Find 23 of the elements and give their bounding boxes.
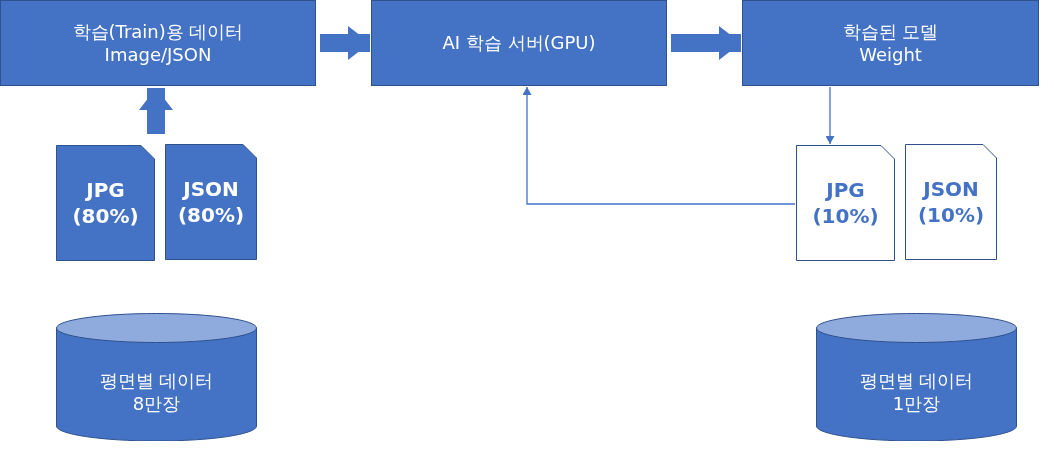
document-label: JSON (10%) — [916, 176, 986, 228]
document-label: JPG (10%) — [811, 177, 880, 229]
block-arrow — [671, 26, 741, 60]
box-title: 학습된 모델 — [842, 19, 939, 43]
arrow — [522, 86, 796, 205]
document-shape — [165, 144, 257, 260]
document-label: JPG (80%) — [71, 177, 140, 229]
box-subtitle: Weight — [859, 43, 922, 67]
database-label: 평면별 데이터 8만장 — [98, 368, 215, 416]
block-arrow — [139, 88, 173, 134]
process-box — [371, 0, 667, 86]
block-arrow — [320, 26, 370, 60]
arrow — [825, 86, 835, 145]
process-box — [0, 0, 316, 86]
database-label: 평면별 데이터 1만장 — [858, 368, 975, 416]
box-title: 학습(Train)용 데이터 — [72, 19, 244, 43]
box-title: AI 학습 서버(GPU) — [442, 31, 596, 55]
box-subtitle: Image/JSON — [104, 43, 212, 67]
document-label: JSON (80%) — [176, 176, 246, 228]
document-shape — [796, 145, 895, 261]
document-shape — [905, 144, 997, 260]
process-box — [742, 0, 1039, 86]
document-shape — [56, 145, 155, 261]
